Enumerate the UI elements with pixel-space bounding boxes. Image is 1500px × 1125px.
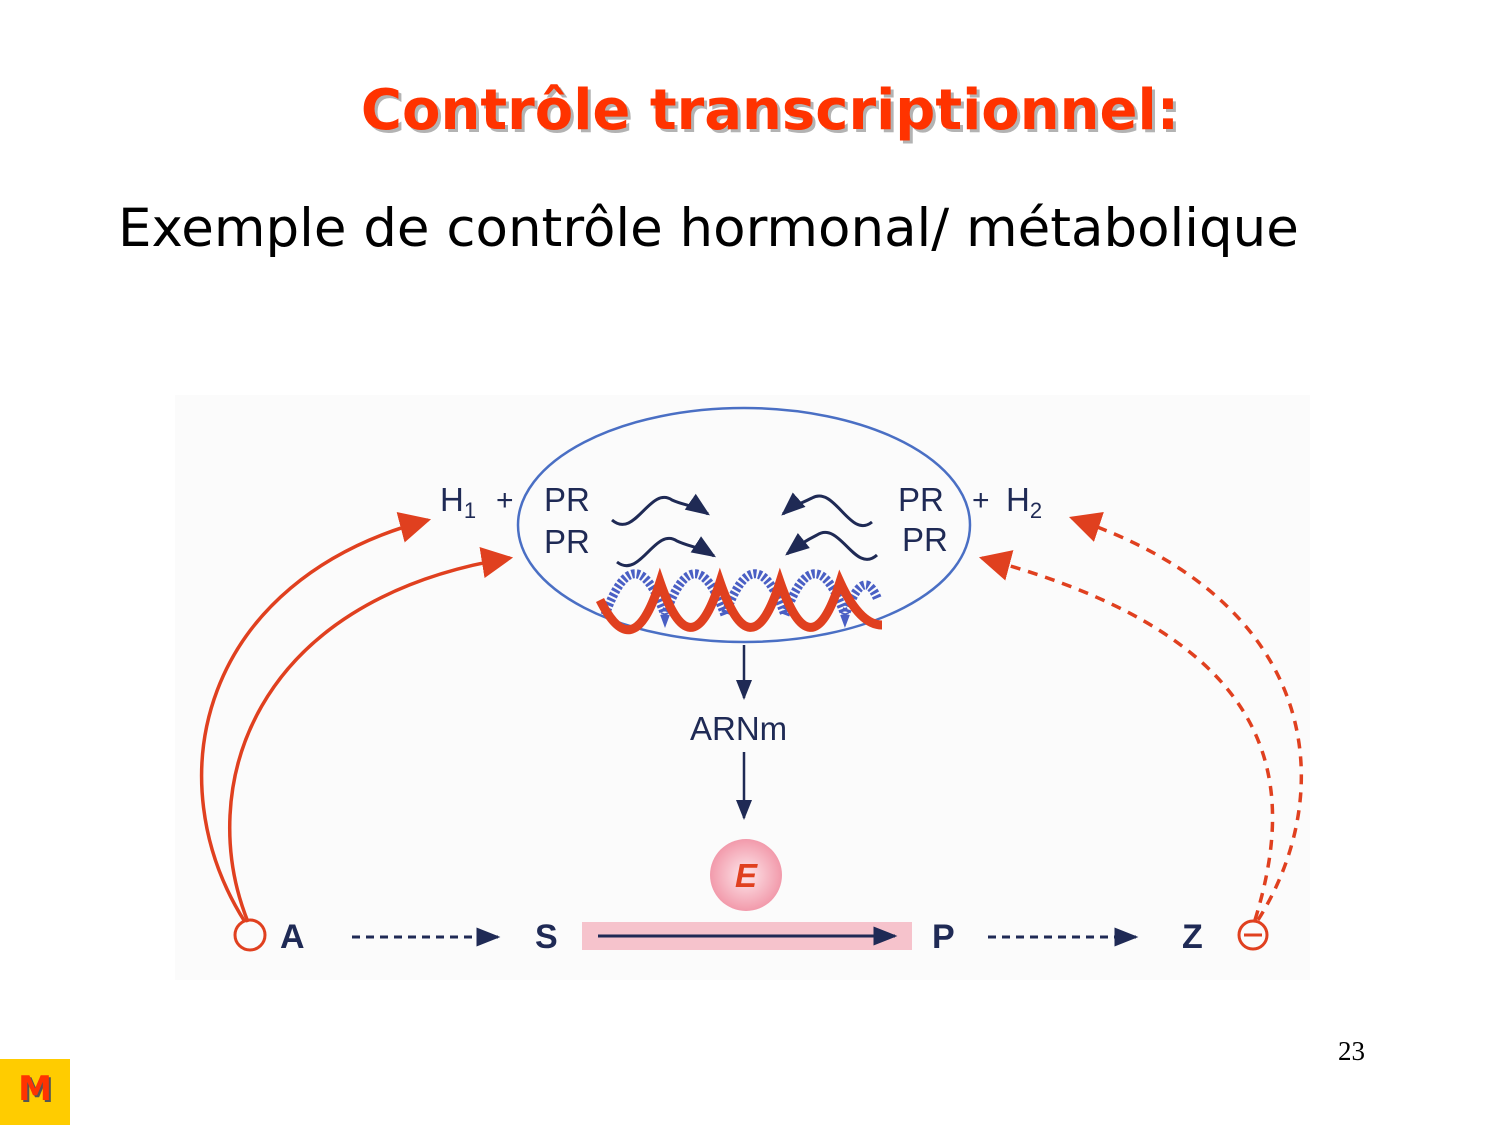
receptor-label-right-bottom: PR xyxy=(902,521,948,558)
plus-left-label: + xyxy=(496,484,514,517)
inhibition-arrow-inner xyxy=(978,550,1275,921)
logo-badge: M xyxy=(0,1059,70,1125)
dna-helix-icon xyxy=(595,567,883,635)
inhibitor-circle xyxy=(1237,919,1269,951)
metabolite-p-label: P xyxy=(932,918,955,956)
metabolite-z-label: Z xyxy=(1182,918,1203,956)
enzyme-label: E xyxy=(735,857,758,894)
activator-circle-a xyxy=(233,918,267,952)
page-number: 23 xyxy=(1338,1036,1365,1066)
slide-title: Contrôle transcriptionnel: xyxy=(360,78,1180,143)
receptor-label-left-top: PR xyxy=(544,481,590,518)
hormone-h2-label: H2 xyxy=(1006,481,1042,523)
receptor-binding-arrows xyxy=(611,492,879,568)
mrna-label: ARNm xyxy=(690,710,787,747)
activation-arrow-outer xyxy=(199,512,432,923)
activation-arrow-inner xyxy=(228,546,514,923)
metabolite-a-label: A xyxy=(280,918,305,956)
metabolite-s-label: S xyxy=(535,918,558,956)
nucleus-ellipse xyxy=(516,406,972,644)
hormone-h1-label: H1 xyxy=(440,481,476,523)
enzyme-circle xyxy=(710,839,782,911)
slide-subtitle: Exemple de contrôle hormonal/ métaboliqu… xyxy=(118,198,1299,259)
receptor-label-left-bottom: PR xyxy=(544,523,590,560)
receptor-label-right-top: PR xyxy=(898,481,944,518)
plus-right-label: + xyxy=(972,484,990,517)
logo-letter: M xyxy=(18,1069,52,1109)
inhibition-arrow-outer xyxy=(1069,511,1304,921)
